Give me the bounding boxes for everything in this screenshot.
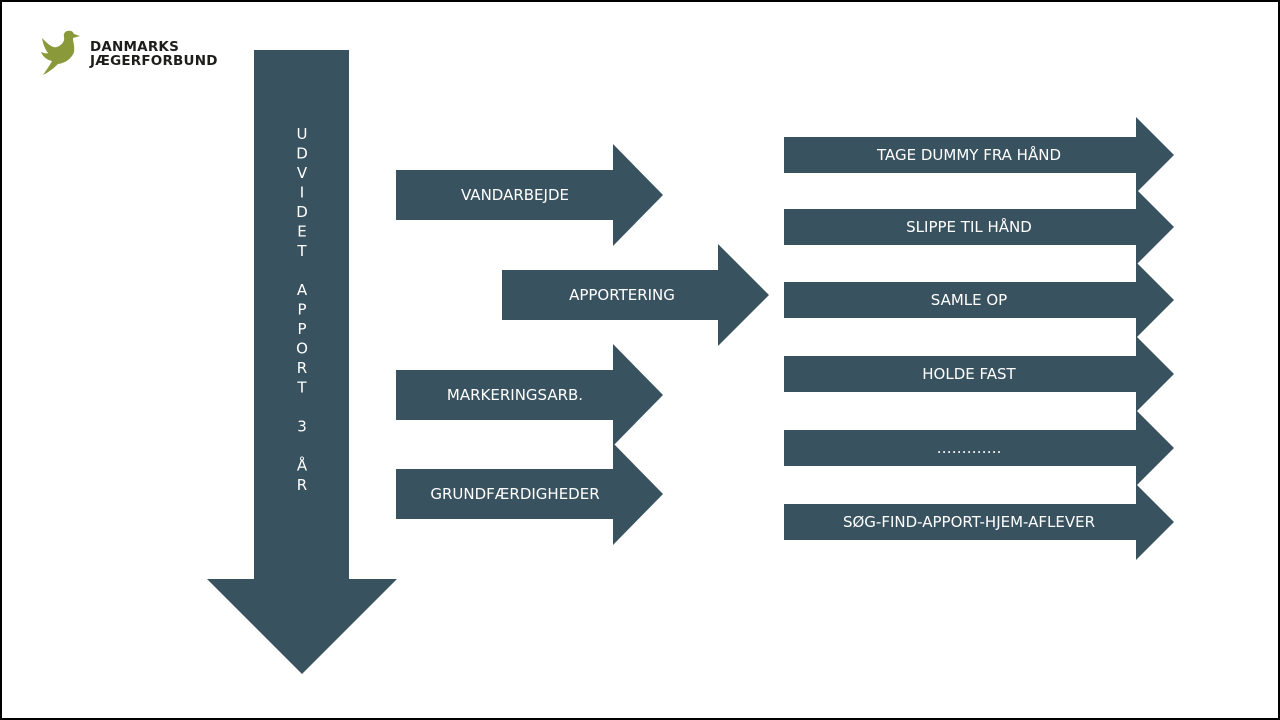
middle-arrow xyxy=(502,244,769,346)
right-arrow-label: SLIPPE TIL HÅND xyxy=(906,217,1032,236)
vertical-arrow-letter: E xyxy=(297,223,306,241)
middle-arrow xyxy=(396,344,663,446)
vertical-arrow-letter: O xyxy=(296,340,308,358)
vertical-arrow-letter: P xyxy=(297,301,306,319)
right-arrow xyxy=(784,410,1174,486)
duck-icon xyxy=(41,30,80,76)
vertical-arrow-letter: V xyxy=(297,164,308,182)
middle-arrow-label: VANDARBEJDE xyxy=(461,186,569,204)
right-arrow-label: TAGE DUMMY FRA HÅND xyxy=(876,145,1061,164)
brand-name-line2: JÆGERFORBUND xyxy=(90,53,218,69)
vertical-arrow-letter: I xyxy=(300,184,304,202)
right-arrow xyxy=(784,117,1174,193)
right-arrow-label: SØG-FIND-APPORT-HJEM-AFLEVER xyxy=(843,513,1095,531)
vertical-arrow-letter: U xyxy=(297,125,308,143)
vertical-arrow-letter: D xyxy=(296,203,308,221)
vertical-arrow-letter: T xyxy=(296,242,307,260)
vertical-arrow-letter: A xyxy=(297,281,308,299)
middle-arrow xyxy=(396,144,663,246)
vertical-arrow-letter: D xyxy=(296,145,308,163)
brand-logo: DANMARKS JÆGERFORBUND xyxy=(38,28,218,78)
right-arrow-label: SAMLE OP xyxy=(931,291,1007,309)
right-arrow xyxy=(784,262,1174,338)
vertical-arrow-letter: R xyxy=(297,359,307,377)
right-arrow-label: …………. xyxy=(937,439,1002,457)
right-arrow xyxy=(784,484,1174,560)
right-arrow xyxy=(784,336,1174,412)
middle-arrow-label: MARKERINGSARB. xyxy=(447,386,583,404)
vertical-arrow-letter: P xyxy=(297,320,306,338)
middle-arrow-label: APPORTERING xyxy=(569,286,675,304)
vertical-arrow-letter: Å xyxy=(297,456,308,475)
middle-arrow xyxy=(396,443,663,545)
right-arrow-label: HOLDE FAST xyxy=(922,365,1016,383)
right-arrow xyxy=(784,189,1174,265)
vertical-arrow-letter: R xyxy=(297,476,307,494)
vertical-arrow xyxy=(207,50,397,674)
vertical-arrow-letter: 3 xyxy=(297,418,307,436)
middle-arrow-label: GRUNDFÆRDIGHEDER xyxy=(430,485,599,503)
brand-name-line1: DANMARKS xyxy=(90,39,180,55)
vertical-arrow-letter: T xyxy=(296,379,307,397)
